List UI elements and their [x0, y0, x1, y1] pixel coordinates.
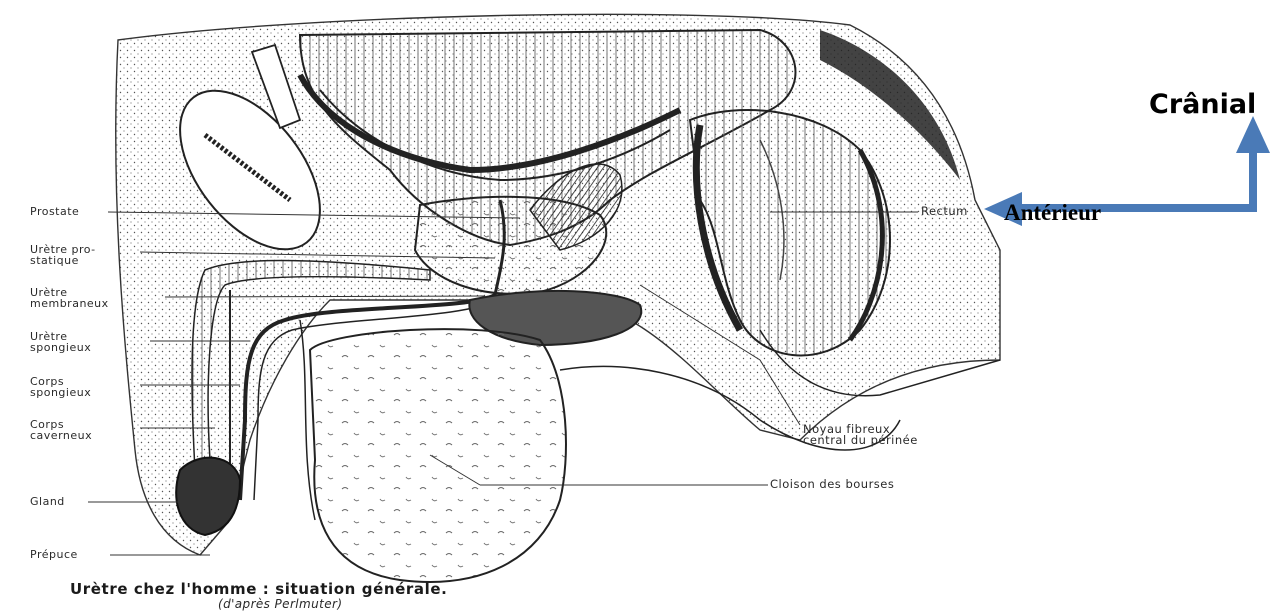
figure-caption: Urètre chez l'homme : situation générale…	[70, 580, 447, 598]
label-cloison-bourses: Cloison des bourses	[770, 479, 894, 490]
label-gland: Gland	[30, 496, 65, 507]
label-prepuce: Prépuce	[30, 549, 78, 560]
cranial-arrow-head	[1236, 116, 1270, 153]
cranial-arrow-shaft	[1249, 148, 1257, 208]
label-uretre-spongieux: Urètre spongieux	[30, 331, 91, 353]
label-cranial: Crânial	[1149, 89, 1256, 120]
label-corps-caverneux: Corps caverneux	[30, 419, 92, 441]
label-corps-spongieux: Corps spongieux	[30, 376, 91, 398]
label-anterior: Antérieur	[1004, 200, 1101, 226]
label-rectum: Rectum	[921, 206, 968, 217]
label-uretre-prostatique: Urètre pro- statique	[30, 244, 96, 266]
label-prostate: Prostate	[30, 206, 79, 217]
figure-source-note: (d'après Perlmuter)	[218, 597, 342, 611]
label-uretre-membraneux: Urètre membraneux	[30, 287, 109, 309]
label-noyau-fibreux: Noyau fibreux central du périnée	[803, 424, 918, 446]
scrotum	[300, 320, 566, 582]
glans	[176, 458, 240, 535]
